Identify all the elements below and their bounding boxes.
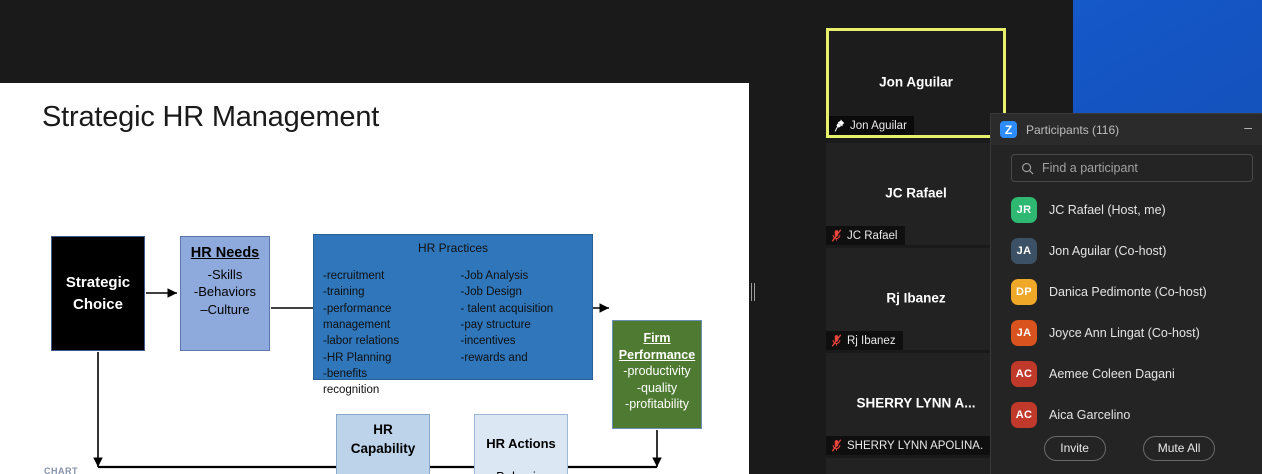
video-tile-jon-aguilar[interactable]: Jon Aguilar Jon Aguilar: [826, 28, 1006, 138]
firm-performance-item-1: -quality: [636, 380, 678, 395]
hr-practices-left-1: -training: [323, 286, 365, 299]
participant-name: Aemee Coleen Dagani: [1049, 366, 1175, 381]
hr-practices-left-3: -labor relations: [323, 335, 400, 348]
hr-practices-right-0: -Job Analysis: [460, 270, 529, 282]
firm-performance-header-line2: Performance: [618, 347, 696, 362]
search-input[interactable]: Find a participant: [1011, 154, 1253, 182]
video-tile-badge-label: SHERRY LYNN APOLINA.: [847, 439, 984, 452]
hr-practices-title: HR Practices: [417, 241, 488, 255]
list-item[interactable]: JA Joyce Ann Lingat (Co-host): [1011, 312, 1262, 353]
hr-practices-left-5: -benefits: [323, 367, 368, 380]
video-tile-sherry-lynn-apolina[interactable]: SHERRY LYNN A... SHERRY LYNN APOLINA.: [826, 353, 1006, 455]
hr-capability-header-line1: HR: [373, 422, 393, 437]
pin-icon: [834, 119, 845, 132]
hr-practices-left-4: -HR Planning: [323, 351, 392, 364]
invite-button[interactable]: Invite: [1043, 435, 1106, 461]
hr-needs-item-0: -Skills: [207, 266, 243, 282]
participant-search-wrapper: Find a participant: [991, 145, 1262, 189]
drag-handle-icon[interactable]: [751, 283, 756, 301]
video-tile-name-badge: JC Rafael: [826, 226, 905, 245]
strategic-choice-line1: Strategic: [65, 273, 131, 291]
hr-practices-right-column: -Job Analysis -Job Design - talent acqui…: [455, 268, 593, 399]
search-icon: [1022, 162, 1034, 174]
microphone-muted-icon: [831, 334, 842, 347]
microphone-muted-icon: [831, 439, 842, 452]
minimize-icon[interactable]: –: [1244, 118, 1252, 135]
avatar: JR: [1011, 196, 1037, 223]
firm-performance-item-2: -profitability: [625, 397, 689, 411]
hr-actions-header: HR Actions: [486, 436, 556, 451]
diagram-box-strategic-choice: Strategic Choice: [51, 236, 145, 351]
strategic-choice-line2: Choice: [72, 295, 123, 313]
avatar: JA: [1011, 237, 1037, 264]
participants-panel-title: Participants (116): [1026, 122, 1120, 137]
mute-all-button[interactable]: Mute All: [1142, 435, 1216, 461]
participant-name: Danica Pedimonte (Co-host): [1049, 284, 1207, 299]
page-title: Strategic HR Management: [42, 101, 380, 133]
diagram-box-hr-capability: HR Capability -Skills -Abilities -Knowle…: [336, 414, 430, 474]
avatar: AC: [1011, 401, 1037, 428]
video-tile-jc-rafael[interactable]: JC Rafael JC Rafael: [826, 143, 1006, 245]
video-tile-rj-ibanez[interactable]: Rj Ibanez Rj Ibanez: [826, 248, 1006, 350]
diagram-box-hr-practices: HR Practices -recruitment -training -per…: [313, 234, 593, 396]
video-tile-center-name: Jon Aguilar: [879, 74, 953, 90]
firm-performance-header-line1: Firm: [643, 331, 671, 345]
list-item[interactable]: AC Aemee Coleen Dagani: [1011, 353, 1262, 394]
firm-performance-item-0: -productivity: [623, 364, 691, 378]
search-placeholder: Find a participant: [1042, 161, 1138, 175]
video-tile-badge-label: Rj Ibanez: [847, 334, 896, 347]
participant-name: JC Rafael (Host, me): [1049, 202, 1166, 217]
video-tile-next-partial[interactable]: [826, 458, 1006, 474]
zoom-logo-icon: Z: [1000, 121, 1017, 138]
video-tile-center-name: Rj Ibanez: [886, 290, 946, 306]
participant-name: Joyce Ann Lingat (Co-host): [1049, 325, 1200, 340]
hr-practices-left-column: -recruitment -training -performance mana…: [314, 268, 455, 399]
diagram-box-firm-performance: Firm Performance -productivity -quality …: [612, 320, 702, 429]
participants-list[interactable]: JR JC Rafael (Host, me) JA Jon Aguilar (…: [991, 189, 1262, 428]
list-item[interactable]: JA Jon Aguilar (Co-host): [1011, 230, 1262, 271]
avatar: JA: [1011, 319, 1037, 346]
hr-capability-header-line2: Capability: [350, 440, 416, 456]
hr-needs-item-1: -Behaviors: [193, 284, 257, 300]
hr-practices-left-6: recognition: [323, 384, 380, 397]
participant-name: Jon Aguilar (Co-host): [1049, 243, 1167, 258]
hr-practices-left-2: -performance management: [323, 302, 392, 331]
hr-practices-right-5: -rewards and: [460, 351, 528, 364]
participants-panel-header: Z Participants (116) –: [991, 114, 1262, 145]
diagram-box-hr-needs: HR Needs -Skills -Behaviors –Culture: [180, 236, 270, 351]
hr-capability-item-0: -Skills: [366, 471, 401, 474]
hr-practices-right-4: -incentives: [460, 335, 516, 348]
diagram-box-hr-actions: HR Actions - Behaviors - Results: [474, 414, 568, 474]
participants-panel-footer: Invite Mute All: [991, 428, 1262, 474]
avatar: AC: [1011, 360, 1037, 387]
microphone-muted-icon: [831, 229, 842, 242]
video-tile-name-badge: SHERRY LYNN APOLINA.: [826, 436, 991, 455]
video-tile-badge-label: JC Rafael: [847, 229, 898, 242]
hr-practices-right-3: -pay structure: [460, 318, 531, 331]
hr-practices-right-1: -Job Design: [460, 286, 522, 299]
hr-needs-header: HR Needs: [190, 245, 260, 261]
list-item[interactable]: JR JC Rafael (Host, me): [1011, 189, 1262, 230]
list-item[interactable]: DP Danica Pedimonte (Co-host): [1011, 271, 1262, 312]
video-tile-center-name: JC Rafael: [885, 185, 947, 201]
avatar: DP: [1011, 278, 1037, 305]
shared-screen-slide[interactable]: Strategic HR Management: [0, 83, 749, 474]
video-tile-center-name: SHERRY LYNN A...: [856, 395, 976, 411]
video-tile-name-badge: Rj Ibanez: [826, 331, 903, 350]
slide-footnote: CHART: [44, 466, 78, 474]
hr-needs-item-2: –Culture: [200, 301, 250, 317]
video-tile-name-badge: Jon Aguilar: [829, 116, 914, 135]
panel-splitter[interactable]: [749, 83, 757, 474]
list-item[interactable]: AC Aica Garcelino: [1011, 394, 1262, 428]
hr-practices-left-0: -recruitment: [323, 270, 385, 282]
hr-actions-item-0: - Behaviors: [488, 468, 554, 474]
participant-name: Aica Garcelino: [1049, 407, 1131, 422]
participants-panel: Z Participants (116) – Find a participan…: [990, 113, 1262, 474]
video-tile-badge-label: Jon Aguilar: [850, 119, 907, 132]
hr-practices-right-2: - talent acquisition: [460, 302, 554, 315]
